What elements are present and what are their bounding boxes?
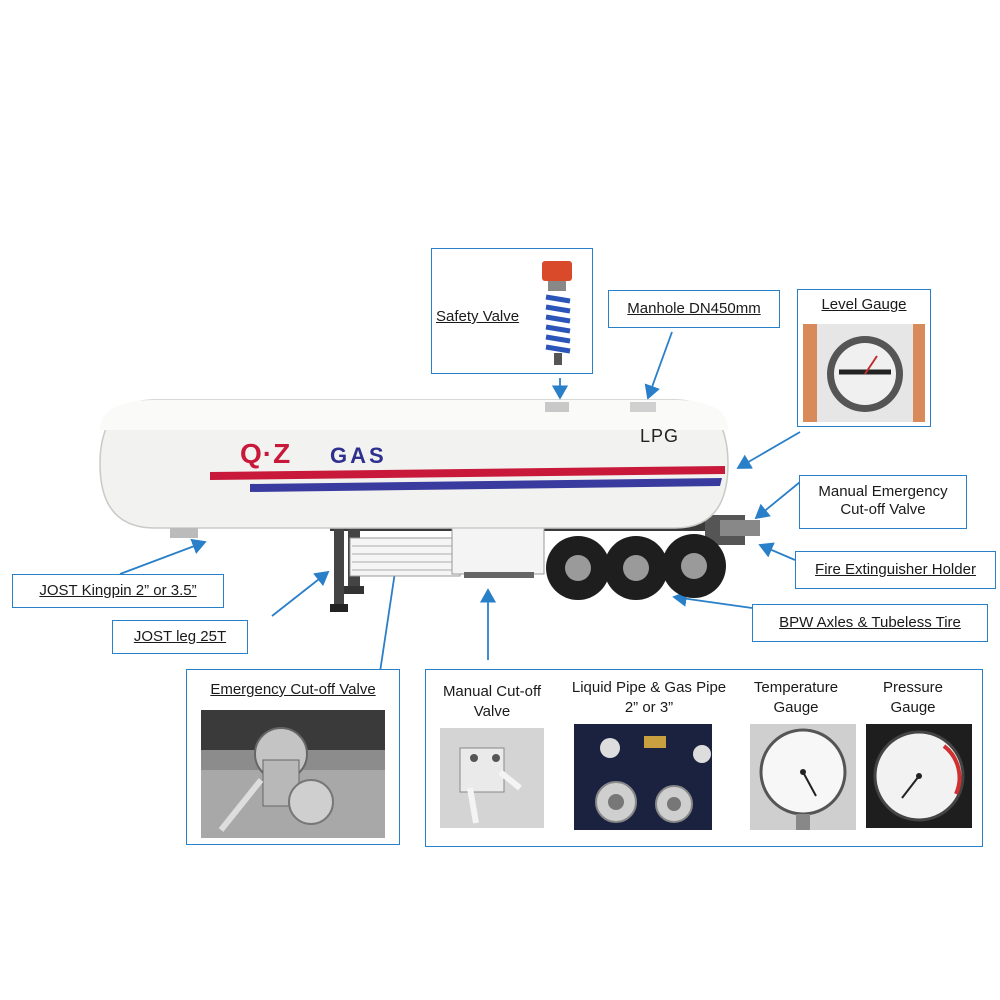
bpw-axles-label-box: BPW Axles & Tubeless Tire (752, 604, 988, 642)
manual-cutoff-label: Manual Cut-off Valve (430, 682, 554, 722)
blue-stripe (250, 478, 722, 492)
emergency-cutoff-label: Emergency Cut-off Valve (210, 681, 376, 698)
manual-cutoff-label-line2: Valve (473, 703, 511, 720)
manual-emergency-label-line1: Manual Emergency (818, 483, 948, 500)
manhole-label: Manhole DN450mm (627, 300, 761, 317)
liquid-pipe-label-line1: Liquid Pipe & Gas Pipe (571, 679, 727, 696)
emergency-cutoff-callout: Emergency Cut-off Valve (186, 669, 400, 845)
landing-leg (334, 528, 344, 608)
tank-body (99, 399, 729, 538)
jost-leg-arrow (271, 570, 330, 617)
level-gauge-callout: Level Gauge (797, 289, 931, 427)
liquid-pipe-photo (574, 724, 712, 830)
kingpin-label: JOST Kingpin 2” or 3.5” (39, 582, 197, 599)
level-gauge-label: Level Gauge (821, 296, 907, 313)
temperature-label-line1: Temperature (753, 679, 839, 696)
tank-lpg-text: LPG (640, 426, 680, 446)
kingpin-plate (170, 528, 198, 538)
kingpin-arrow (119, 538, 207, 575)
pressure-gauge-photo (866, 724, 972, 828)
emergency-cutoff-photo (201, 710, 385, 838)
temperature-label-line2: Gauge (773, 699, 819, 716)
liquid-pipe-label: Liquid Pipe & Gas Pipe 2” or 3” (556, 678, 742, 718)
pressure-label-line2: Gauge (890, 699, 936, 716)
jost-leg-label: JOST leg 25T (133, 628, 227, 645)
liquid-pipe-label-line2: 2” or 3” (624, 699, 674, 716)
brand-logo: Q·Z (240, 438, 292, 469)
safety-valve-label: Safety Valve (436, 308, 520, 325)
brand-text: GAS (330, 443, 387, 468)
fire-extinguisher-label: Fire Extinguisher Holder (815, 561, 976, 578)
manhole-label-box: Manhole DN450mm (608, 290, 780, 328)
manual-cutoff-label-line1: Manual Cut-off (442, 683, 542, 700)
bpw-axles-arrow (672, 590, 753, 609)
extinguisher-holder (720, 520, 760, 536)
red-stripe (210, 466, 725, 480)
wheels (546, 534, 726, 600)
temperature-label: Temperature Gauge (740, 678, 852, 718)
temperature-gauge-photo (750, 724, 856, 830)
safety-valve-callout: Safety Valve (431, 248, 593, 374)
kingpin-label-box: JOST Kingpin 2” or 3.5” (12, 574, 224, 608)
safety-valve-icon (542, 261, 572, 365)
pressure-label: Pressure Gauge (860, 678, 966, 718)
manual-cutoff-photo (440, 728, 544, 828)
bpw-axles-label: BPW Axles & Tubeless Tire (779, 614, 961, 631)
manhole-arrow (644, 331, 673, 400)
manual-emergency-label-box: Manual Emergency Cut-off Valve (799, 475, 967, 529)
fire-extinguisher-label-box: Fire Extinguisher Holder (795, 551, 996, 589)
manual-emergency-label-line2: Cut-off Valve (840, 501, 926, 518)
fire-extinguisher-arrow (758, 542, 796, 561)
level-gauge-icon (803, 324, 925, 422)
pressure-label-line1: Pressure (882, 679, 944, 696)
level-gauge-arrow (736, 431, 801, 469)
safety-valve-stub (545, 402, 569, 412)
manhole-stub (630, 402, 656, 412)
manual-emergency-arrow (754, 481, 801, 520)
jost-leg-label-box: JOST leg 25T (112, 620, 248, 654)
